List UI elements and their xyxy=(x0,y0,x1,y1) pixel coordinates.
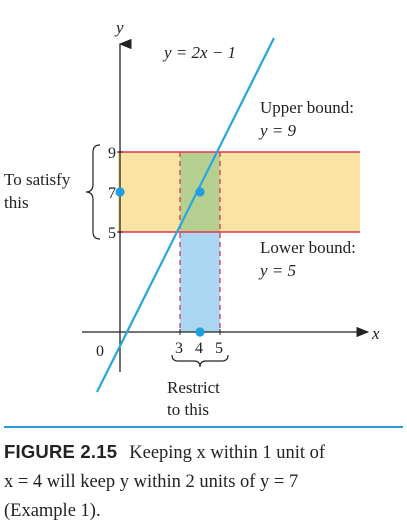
left-note-line1: To satisfy xyxy=(4,170,71,189)
caption-text-2: x = 4 will keep y within 2 units of y = … xyxy=(4,472,299,492)
y-range-band xyxy=(118,152,360,232)
left-note-line2: this xyxy=(4,193,29,212)
point-4-7 xyxy=(195,187,205,197)
x-tick-label-4: 4 xyxy=(195,340,203,357)
upper-bound-equation: y = 9 xyxy=(258,121,297,140)
caption-text-1: Keeping x within 1 unit of xyxy=(129,443,326,463)
x-range-band xyxy=(180,232,220,332)
point-on-y-axis-7 xyxy=(115,187,125,197)
y-tick-label-7: 7 xyxy=(108,185,116,202)
origin-label: 0 xyxy=(96,343,104,360)
y-tick-label-9: 9 xyxy=(108,145,116,162)
caption-divider xyxy=(4,426,403,428)
x-tick-label-5: 5 xyxy=(215,340,223,357)
caption-text-3: (Example 1). xyxy=(4,501,101,521)
caption-label: FIGURE 2.15 xyxy=(4,441,118,462)
line-equation-label: y = 2x − 1 xyxy=(162,43,236,62)
lower-bound-title: Lower bound: xyxy=(260,238,356,257)
y-axis-label: y xyxy=(114,18,124,37)
figure-diagram: y x 0 y = 2x − 1 9 7 5 3 4 5 Upper bound… xyxy=(4,18,380,419)
graph-line xyxy=(96,37,275,393)
bottom-note-line2: to this xyxy=(167,400,209,419)
x-axis-label: x xyxy=(371,324,380,343)
lower-bound-equation: y = 5 xyxy=(258,261,296,280)
bottom-brace xyxy=(171,354,229,368)
y-tick-label-5: 5 xyxy=(108,225,116,242)
figure-caption: FIGURE 2.15 Keeping x within 1 unit of x … xyxy=(4,437,403,526)
left-brace xyxy=(85,144,101,240)
x-tick-label-3: 3 xyxy=(175,340,183,357)
caption-line-1: FIGURE 2.15 Keeping x within 1 unit of xyxy=(4,437,403,468)
bottom-note-line1: Restrict xyxy=(167,378,220,397)
point-on-x-axis-4 xyxy=(195,327,205,337)
upper-bound-title: Upper bound: xyxy=(260,98,354,117)
